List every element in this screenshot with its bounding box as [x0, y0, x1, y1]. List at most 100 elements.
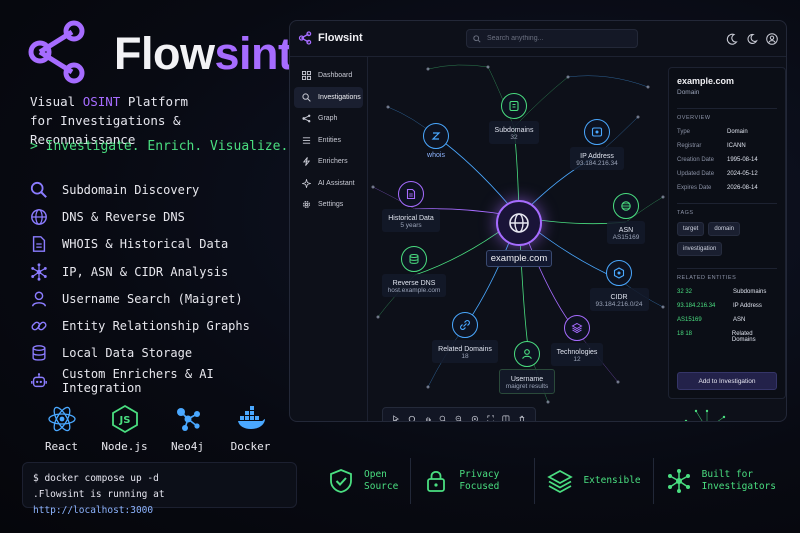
globe-icon — [31, 209, 47, 225]
trash-icon[interactable] — [518, 414, 526, 422]
tech-stack: React JS Node.js Neo4j Docker — [30, 404, 282, 453]
flowsint-logo-icon — [298, 31, 312, 45]
theme-toggle-icon[interactable] — [746, 33, 758, 45]
feature-item: DNS & Reverse DNS — [30, 203, 290, 230]
badge-extensible: Extensible — [534, 458, 652, 504]
tag-chip[interactable]: target — [677, 222, 705, 236]
feature-item: Subdomain Discovery — [30, 176, 290, 203]
hand-icon[interactable] — [424, 414, 432, 422]
search-bar[interactable] — [466, 29, 638, 48]
feature-item: Username Search (Maigret) — [30, 285, 290, 312]
node-circle — [501, 93, 527, 119]
localhost-link[interactable]: http://localhost:3000 — [33, 505, 154, 516]
feature-item: WHOIS & Historical Data — [30, 231, 290, 258]
app-header: Flowsint — [290, 21, 786, 57]
expand-icon[interactable] — [487, 414, 495, 422]
react-icon — [47, 406, 76, 432]
center-node-label: example.com — [485, 250, 553, 267]
circle-select-icon[interactable] — [408, 414, 416, 422]
fit-view-icon[interactable] — [471, 414, 479, 422]
overview-header: OVERVIEW — [677, 108, 777, 121]
layout-icon[interactable] — [502, 414, 510, 422]
flowsint-logo-icon — [28, 20, 85, 84]
add-to-investigation-button[interactable]: Add to Investigation — [677, 372, 777, 390]
robot-icon — [31, 372, 47, 387]
search-input[interactable] — [487, 35, 627, 42]
nav-item-graph[interactable]: Graph — [294, 108, 363, 130]
node-circle — [514, 341, 540, 367]
sparkle-icon — [302, 178, 311, 188]
pointer-icon[interactable] — [392, 414, 400, 422]
node-circle — [401, 246, 427, 272]
user-icon — [522, 349, 532, 359]
nodejs-icon: JS — [111, 404, 138, 434]
search-icon — [302, 93, 311, 102]
brand-name: Flowsint — [114, 28, 293, 79]
tech-item: Neo4j — [156, 404, 219, 453]
moon-icon[interactable] — [726, 33, 738, 45]
tagline: Visual OSINT Platform for Investigations… — [30, 94, 189, 147]
feature-list: Subdomain Discovery DNS & Reverse DNS WH… — [30, 176, 290, 395]
graph-node-center[interactable]: example.com — [478, 200, 560, 267]
bolt-icon — [302, 157, 311, 167]
database-icon — [32, 345, 46, 362]
node-circle — [452, 312, 478, 338]
nav-item-investigations[interactable]: Investigations — [294, 86, 363, 108]
minimap[interactable] — [678, 407, 736, 422]
nav-item-ai-assistant[interactable]: AI Assistant — [294, 173, 363, 195]
user-icon — [31, 291, 47, 307]
cidr-icon — [613, 267, 625, 279]
terminal-snippet: $ docker compose up -d .Flowsint is runn… — [22, 462, 297, 516]
ip-icon — [591, 127, 603, 137]
nav-item-settings[interactable]: Settings — [294, 194, 363, 216]
layers-icon — [571, 322, 583, 334]
globe-icon — [509, 213, 529, 233]
lock-icon — [427, 470, 446, 492]
layers-icon — [547, 470, 574, 493]
graph-node-whois[interactable]: whois — [406, 123, 466, 159]
tags-header: TAGS — [677, 203, 777, 216]
nav-item-enrichers[interactable]: Enrichers — [294, 151, 363, 173]
feature-item: Entity Relationship Graphs — [30, 312, 290, 339]
asn-icon — [621, 201, 631, 211]
tag-chip[interactable]: domain — [708, 222, 741, 236]
grid-icon — [302, 71, 311, 81]
search-icon — [473, 34, 481, 43]
svg-text:JS: JS — [118, 415, 130, 426]
document-icon — [32, 236, 46, 253]
node-circle — [398, 181, 424, 207]
app-logo[interactable]: Flowsint — [298, 31, 363, 45]
zoom-out-icon[interactable] — [455, 414, 463, 422]
zoom-in-icon[interactable] — [439, 414, 447, 422]
user-icon[interactable] — [766, 33, 778, 45]
docker-icon — [237, 406, 265, 429]
node-circle — [584, 119, 610, 145]
tech-item: Docker — [219, 404, 282, 453]
network-icon — [31, 262, 47, 281]
nav-item-dashboard[interactable]: Dashboard — [294, 65, 363, 87]
nav-item-entities[interactable]: Entities — [294, 130, 363, 152]
list-icon — [302, 137, 311, 144]
entity-title: example.com — [677, 76, 735, 86]
graph-icon — [302, 114, 311, 123]
whois-icon — [431, 132, 441, 140]
tag-chip[interactable]: investigation — [677, 242, 723, 256]
